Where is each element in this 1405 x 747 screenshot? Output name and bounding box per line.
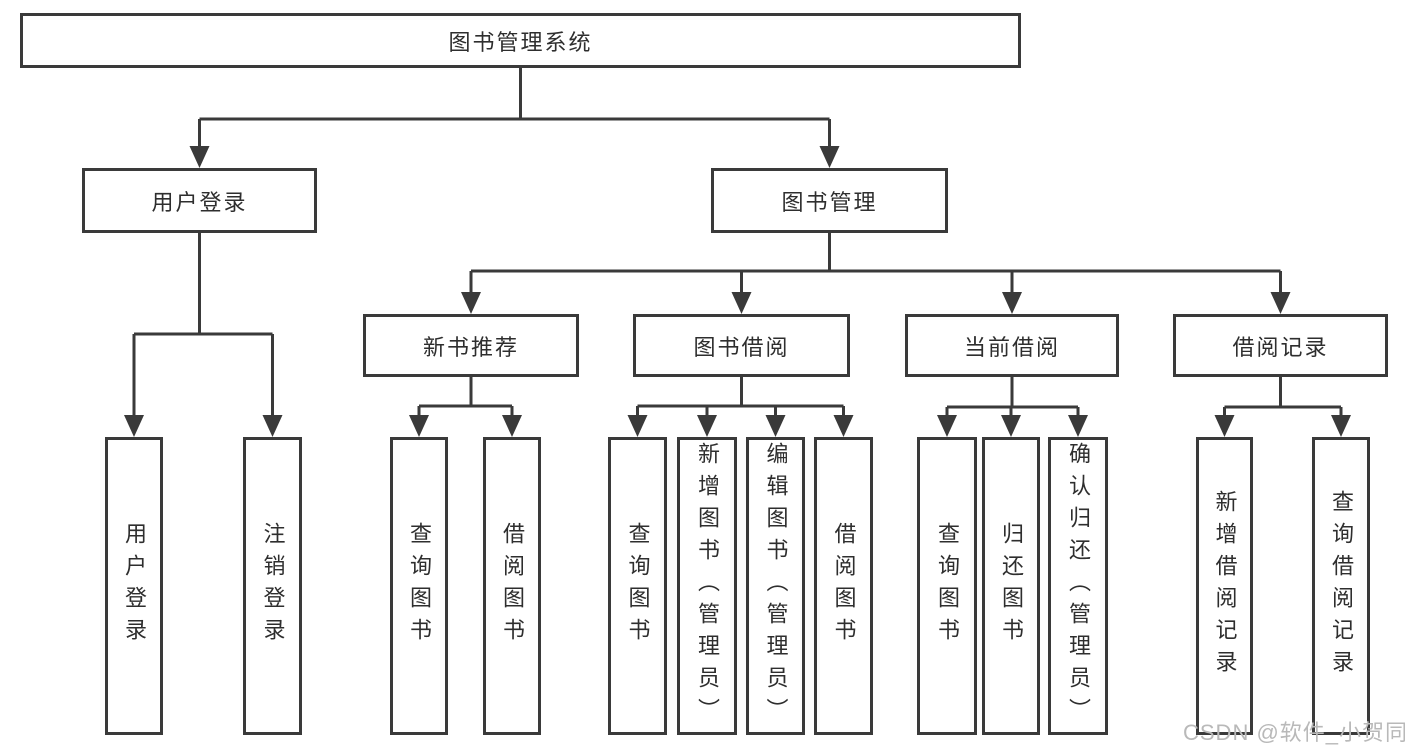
leaf-add-borrow-record: 新增借阅记录 (1196, 437, 1253, 735)
arrowhead-borrow-leaf-3 (765, 415, 786, 437)
leaf-query-borrow-record: 查询借阅记录 (1312, 437, 1370, 735)
leaf-borrow-books-recommend: 借阅图书 (483, 437, 541, 735)
leaf-label: 新增图书（管理员） (695, 442, 720, 730)
leaf-logout: 注销登录 (243, 437, 302, 735)
leaf-label: 查询图书 (407, 522, 432, 650)
leaf-user-login: 用户登录 (105, 437, 163, 735)
arrowhead-borrowing-records (1270, 292, 1291, 314)
leaf-add-books-admin: 新增图书（管理员） (677, 437, 737, 735)
arrowhead-borrow-leaf-4 (833, 415, 854, 437)
node-label: 图书借阅 (693, 334, 790, 360)
arrowhead-user-login (189, 146, 210, 168)
node-book-management: 图书管理 (711, 168, 948, 233)
leaf-label: 确认归还（管理员） (1066, 442, 1091, 730)
leaf-label: 借阅图书 (831, 522, 857, 650)
leaf-label: 查询图书 (625, 522, 651, 650)
watermark-text: CSDN @软件_小贺同学 (1183, 720, 1405, 745)
node-label: 用户登录 (151, 189, 248, 215)
node-label: 图书管理 (781, 189, 878, 215)
node-book-management-system: 图书管理系统 (20, 13, 1021, 68)
leaf-confirm-return-admin: 确认归还（管理员） (1048, 437, 1108, 735)
leaf-label: 编辑图书（管理员） (763, 442, 789, 730)
arrowhead-recommend-leaf-1 (409, 415, 429, 437)
arrowhead-current-leaf-3 (1068, 415, 1088, 437)
arrowhead-current-leaf-2 (1001, 415, 1021, 437)
leaf-label: 注销登录 (260, 522, 286, 650)
node-current-borrowing: 当前借阅 (905, 314, 1119, 377)
leaf-borrow-books-borrow: 借阅图书 (814, 437, 873, 735)
arrowhead-borrow-leaf-2 (697, 415, 717, 437)
arrowhead-records-leaf-1 (1214, 415, 1235, 437)
leaf-label: 查询借阅记录 (1329, 490, 1354, 682)
leaf-query-books-recommend: 查询图书 (390, 437, 448, 735)
node-label: 图书管理系统 (448, 29, 593, 55)
arrowhead-new-book-recommendation (461, 292, 481, 314)
node-label: 当前借阅 (963, 334, 1060, 360)
arrowhead-leaf-logout (262, 415, 283, 437)
leaf-return-books: 归还图书 (982, 437, 1040, 735)
node-user-login: 用户登录 (82, 168, 317, 233)
leaf-label: 用户登录 (122, 522, 147, 650)
node-book-borrowing: 图书借阅 (633, 314, 850, 377)
leaf-edit-books-admin: 编辑图书（管理员） (746, 437, 805, 735)
leaf-label: 归还图书 (999, 522, 1024, 650)
leaf-label: 借阅图书 (500, 522, 525, 650)
leaf-label: 新增借阅记录 (1212, 490, 1238, 682)
node-new-book-recommendation: 新书推荐 (363, 314, 579, 377)
leaf-label: 查询图书 (935, 522, 960, 650)
arrowhead-records-leaf-2 (1331, 415, 1351, 437)
arrowhead-recommend-leaf-2 (502, 415, 522, 437)
leaf-query-books-borrow: 查询图书 (608, 437, 667, 735)
leaf-query-books-current: 查询图书 (917, 437, 977, 735)
node-label: 借阅记录 (1232, 334, 1329, 360)
node-label: 新书推荐 (422, 334, 519, 360)
arrowhead-borrow-leaf-1 (627, 415, 648, 437)
arrowhead-current-leaf-1 (937, 415, 957, 437)
arrowhead-leaf-user-login (124, 415, 144, 437)
arrowhead-book-management (819, 146, 840, 168)
arrowhead-current-borrowing (1002, 292, 1022, 314)
arrowhead-book-borrowing (731, 292, 752, 314)
node-borrowing-records: 借阅记录 (1173, 314, 1388, 377)
